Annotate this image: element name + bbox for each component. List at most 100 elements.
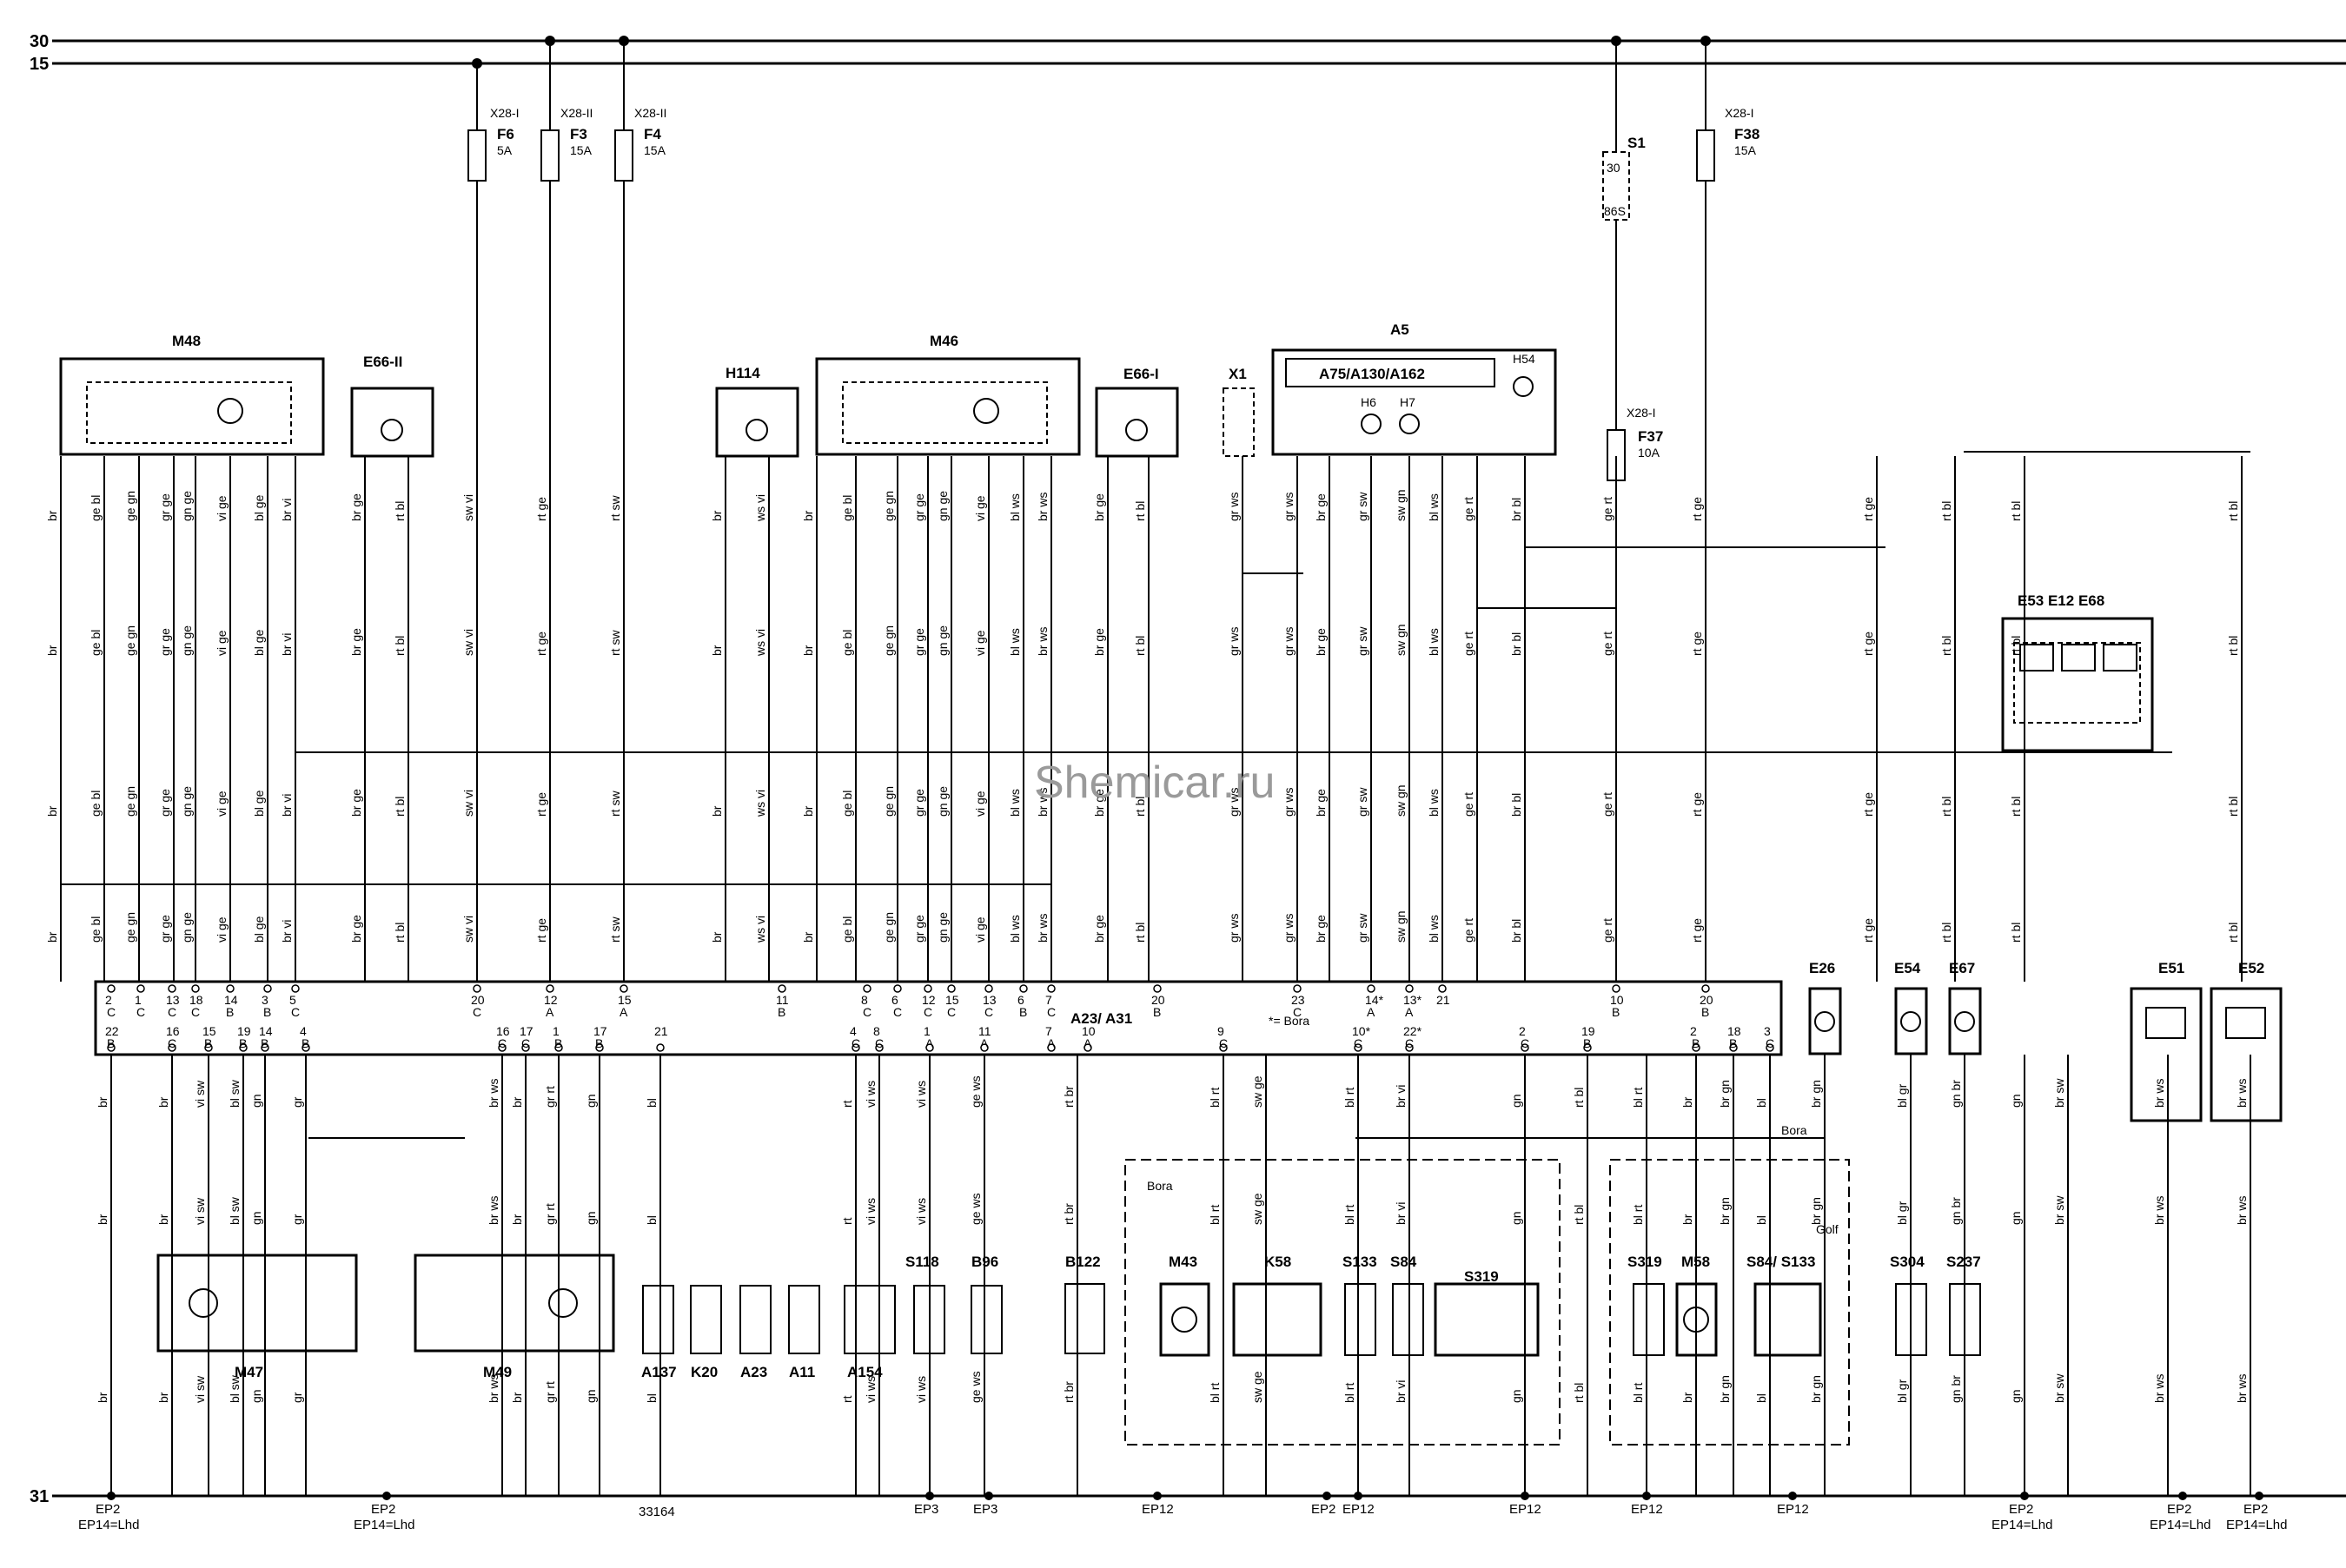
wire-color-label: br: [96, 1214, 109, 1225]
wire-color-label: ge bl: [840, 630, 854, 656]
connector-pin: [239, 1043, 248, 1052]
connector-pin: [875, 1043, 884, 1052]
fuse-f38-rating: 15A: [1734, 143, 1757, 157]
wire-color-label: vi sw: [193, 1080, 207, 1108]
wire-color-label: br: [1680, 1214, 1694, 1225]
pin-letter: B: [226, 1005, 234, 1019]
wire-color-label: gr sw: [1355, 787, 1369, 817]
pin-number: 2: [1519, 1024, 1526, 1038]
wire-color-label: bl: [1754, 1098, 1768, 1108]
connector-pin: [1612, 984, 1620, 993]
switch-s319-golf-box: [1633, 1283, 1665, 1356]
motor-icon: [1683, 1307, 1709, 1333]
wire-color-label: bl ws: [1008, 628, 1022, 656]
wire-color-label: ge rt: [1600, 792, 1614, 817]
ground-label: EP12: [1342, 1502, 1375, 1517]
pin-letter: C: [852, 1036, 860, 1050]
pin-letter: C: [107, 1005, 116, 1019]
connector-pin: [498, 1043, 507, 1052]
wire-color-label: br ge: [1092, 789, 1106, 817]
fuse-f38-icon: [1696, 129, 1715, 182]
wire-color-label: rt bl: [1939, 923, 1953, 943]
wire-color-label: br ws: [1036, 914, 1050, 943]
wire-color-label: gn ge: [180, 912, 194, 943]
control-unit-top-pins: 2C1C13C18C14B3B5C20C12A15A11B8C6C12C15C1…: [105, 984, 1713, 1019]
ground-label: EP12: [1509, 1502, 1541, 1517]
wire-color-label: br: [801, 931, 815, 943]
connector-pin: [261, 1043, 269, 1052]
pin-letter: B: [1729, 1036, 1737, 1050]
wire-color-label: ge ws: [969, 1193, 983, 1225]
wire-color-label: ge gn: [882, 625, 896, 656]
pin-letter: B: [302, 1036, 309, 1050]
wire-color-label: ge gn: [123, 912, 137, 943]
pin-number: 10*: [1352, 1024, 1371, 1038]
control-unit-a23-a31-box: [94, 980, 1783, 1056]
wire-color-label: sw gn: [1394, 489, 1408, 521]
pin-number: 13: [166, 993, 180, 1007]
module-m46-box: [815, 357, 1081, 456]
connector-pin: [1405, 984, 1414, 993]
pin-number: 4: [300, 1024, 307, 1038]
pin-number: 12: [922, 993, 936, 1007]
fuse-f38-label: F38: [1734, 126, 1760, 142]
wire-color-label: ge bl: [840, 495, 854, 521]
switch-e67-label: E67: [1949, 960, 1975, 976]
wire-color-label: ge bl: [89, 916, 103, 943]
wire-color-label: vi ge: [215, 791, 229, 817]
pin-letter: B: [239, 1036, 247, 1050]
wire-color-label: br vi: [280, 633, 294, 656]
relay-k58-label: K58: [1264, 1254, 1291, 1270]
component-a23-box: [739, 1285, 772, 1354]
pin-letter: A: [1405, 1005, 1414, 1019]
pin-number: 8: [873, 1024, 880, 1038]
connector-pin: [546, 984, 554, 993]
fuse-f6-label: F6: [497, 126, 514, 142]
rail-30-label: 30: [30, 32, 49, 51]
pin-number: 12: [544, 993, 558, 1007]
lamp-h7-label: H7: [1400, 395, 1415, 409]
pin-number: 7: [1045, 993, 1052, 1007]
wire-color-label: bl: [645, 1098, 659, 1108]
wire-color-label: gr ge: [912, 915, 926, 943]
wire-color-label: br vi: [1394, 1085, 1408, 1108]
wire-color-label: gr: [290, 1214, 304, 1225]
wire-color-label: br: [801, 645, 815, 656]
pin-letter: B: [107, 1036, 115, 1050]
wire-color-label: sw ge: [1250, 1193, 1264, 1225]
lamp-icon: [1814, 1011, 1835, 1032]
right-switch-group: [1808, 617, 2283, 1122]
wire-color-label: br: [96, 1096, 109, 1108]
pin-number: 22: [105, 1024, 119, 1038]
wire-color-label: rt: [840, 1217, 854, 1225]
wire-color-label: sw vi: [461, 629, 475, 656]
wire-color-label: vi ws: [914, 1376, 928, 1403]
connector-pin: [852, 1043, 860, 1052]
connector-pin: [263, 984, 272, 993]
connector-pin: [778, 984, 786, 993]
rail-15-label: 15: [30, 55, 49, 74]
wire-color-label: br: [45, 805, 59, 817]
lamp-e66-ii-label: E66-II: [363, 354, 402, 370]
wire-color-label: br vi: [1394, 1202, 1408, 1225]
connector-pin: [1521, 1043, 1529, 1052]
ground-node: [1788, 1492, 1797, 1500]
ground-node: [1521, 1492, 1529, 1500]
wire-color-label: br ge: [1092, 915, 1106, 943]
wire-color-label: br: [801, 805, 815, 817]
connector-pin: [226, 984, 235, 993]
wire-color-label: gn ge: [180, 786, 194, 817]
antenna-b122-box: [1064, 1283, 1105, 1354]
connector-pin: [554, 1043, 563, 1052]
ground-label: EP2: [2243, 1502, 2268, 1517]
switch-e54-box: [1894, 987, 1928, 1055]
ground-label: EP2: [2009, 1502, 2033, 1517]
wire-color-label: gn br: [1949, 1080, 1963, 1108]
wire-color-label: br sw: [2052, 1195, 2066, 1225]
switch-group-label: E53 E12 E68: [2018, 592, 2104, 609]
pin-letter: C: [1354, 1036, 1362, 1050]
ground-node: [1322, 1492, 1331, 1500]
ground-sublabel: EP14=Lhd: [2226, 1518, 2287, 1532]
